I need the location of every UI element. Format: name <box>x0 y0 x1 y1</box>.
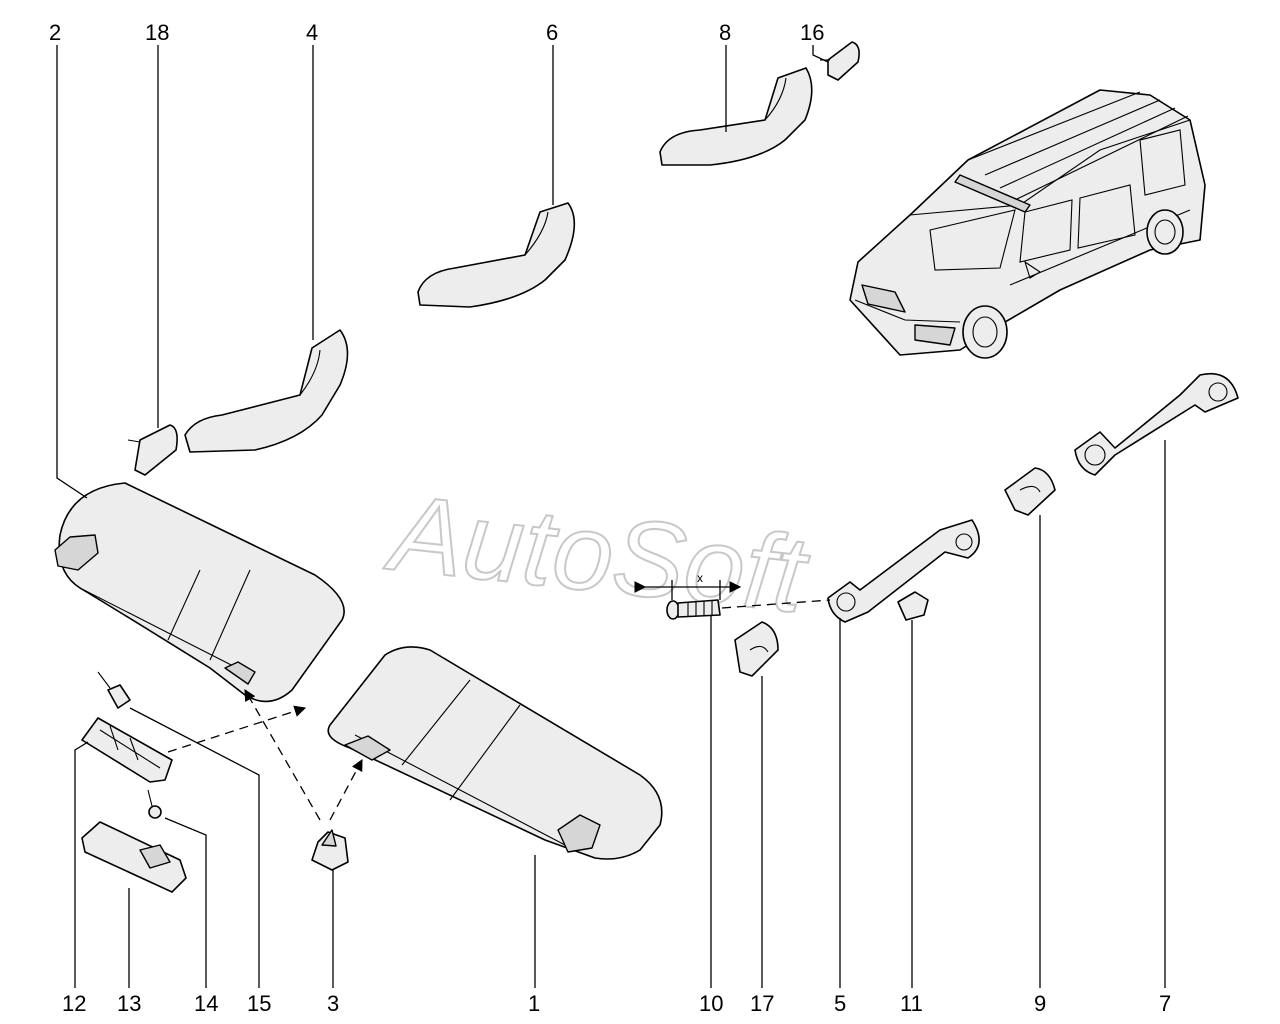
cap-9 <box>1004 467 1056 516</box>
grab-handle-8 <box>659 67 813 166</box>
grab-handle-4 <box>184 329 349 453</box>
grab-handle-7 <box>1074 373 1239 476</box>
end-cap-18 <box>127 424 178 476</box>
callout-9: 9 <box>1034 991 1046 1016</box>
callout-numbers: 2 18 4 6 8 16 12 13 14 15 3 1 10 17 5 11… <box>49 20 1171 1016</box>
callout-1: 1 <box>528 991 540 1016</box>
screw-14 <box>147 789 162 819</box>
callout-8: 8 <box>719 20 731 45</box>
callout-10: 10 <box>699 991 723 1016</box>
visor-cover-13 <box>81 821 187 893</box>
callout-7: 7 <box>1159 991 1171 1016</box>
assembly-paths <box>167 688 363 821</box>
callout-12: 12 <box>62 991 86 1016</box>
callout-16: 16 <box>800 20 824 45</box>
callout-2: 2 <box>49 20 61 45</box>
visor-bracket-12 <box>81 717 173 783</box>
callout-6: 6 <box>546 20 558 45</box>
cap-17 <box>734 621 779 677</box>
callout-14: 14 <box>194 991 218 1016</box>
dimension-label: x <box>697 571 703 585</box>
callout-17: 17 <box>750 991 774 1016</box>
sun-visor-right <box>327 646 663 860</box>
vehicle-illustration <box>849 89 1206 359</box>
leader-lines <box>56 45 1166 988</box>
callout-13: 13 <box>117 991 141 1016</box>
screw-10: x <box>634 571 831 620</box>
callout-11: 11 <box>900 991 923 1016</box>
callout-3: 3 <box>327 991 339 1016</box>
watermark: AutoSoft <box>380 471 815 636</box>
clip-15 <box>97 671 131 709</box>
sun-visor-left <box>54 482 345 703</box>
grab-handle-6 <box>417 202 576 308</box>
callout-5: 5 <box>834 991 846 1016</box>
callout-18: 18 <box>145 20 169 45</box>
callout-15: 15 <box>247 991 271 1016</box>
grab-handle-5 <box>827 519 980 623</box>
callout-4: 4 <box>306 20 318 45</box>
clip-11 <box>897 591 929 621</box>
clip-3 <box>311 829 349 871</box>
